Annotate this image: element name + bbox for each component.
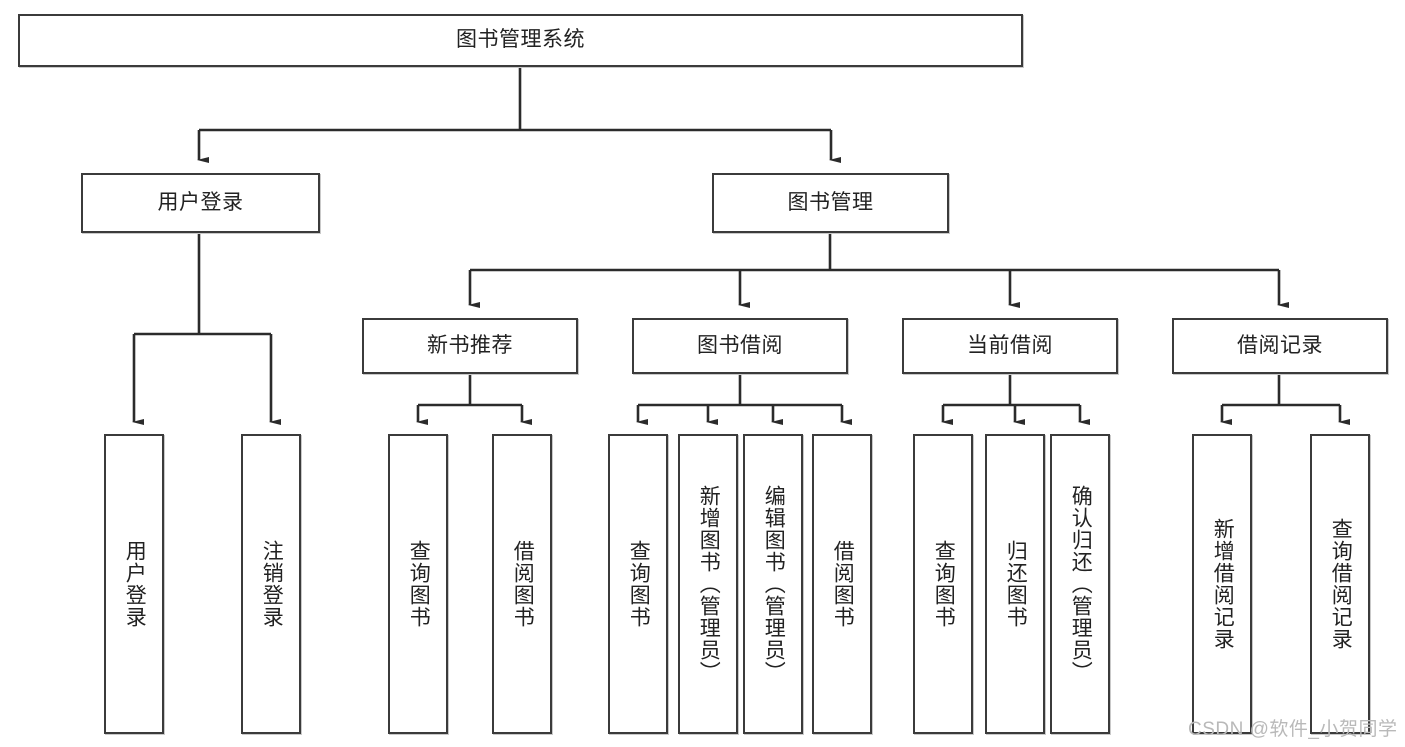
node-leaf-edit-book[interactable]: 编辑图书（管理员） bbox=[743, 434, 803, 734]
node-leaf-borrow-book-2[interactable]: 借阅图书 bbox=[812, 434, 872, 734]
node-leaf-add-book-label: 新增图书（管理员） bbox=[697, 485, 721, 683]
node-leaf-user-logout-label: 注销登录 bbox=[260, 540, 284, 628]
node-user-login[interactable]: 用户登录 bbox=[81, 173, 320, 233]
node-leaf-add-record-label: 新增借阅记录 bbox=[1211, 518, 1235, 650]
node-leaf-return-book-label: 归还图书 bbox=[1004, 540, 1028, 628]
node-leaf-borrow-book-1-label: 借阅图书 bbox=[511, 540, 535, 628]
node-current-borrow-label: 当前借阅 bbox=[967, 333, 1053, 357]
node-leaf-query-record-label: 查询借阅记录 bbox=[1329, 518, 1353, 650]
node-new-book-recommend-label: 新书推荐 bbox=[427, 333, 513, 357]
node-leaf-add-record[interactable]: 新增借阅记录 bbox=[1192, 434, 1252, 734]
node-book-borrow[interactable]: 图书借阅 bbox=[632, 318, 848, 374]
node-root[interactable]: 图书管理系统 bbox=[18, 14, 1023, 67]
node-leaf-query-book-1-label: 查询图书 bbox=[407, 540, 431, 628]
watermark: CSDN @软件_小贺同学 bbox=[1188, 719, 1398, 740]
node-borrow-record[interactable]: 借阅记录 bbox=[1172, 318, 1388, 374]
node-leaf-add-book[interactable]: 新增图书（管理员） bbox=[678, 434, 738, 734]
node-user-login-label: 用户登录 bbox=[157, 190, 244, 214]
node-borrow-record-label: 借阅记录 bbox=[1237, 333, 1323, 357]
node-current-borrow[interactable]: 当前借阅 bbox=[902, 318, 1118, 374]
node-leaf-user-login-label: 用户登录 bbox=[123, 540, 147, 628]
node-leaf-query-book-1[interactable]: 查询图书 bbox=[388, 434, 448, 734]
node-book-borrow-label: 图书借阅 bbox=[697, 333, 783, 357]
node-leaf-query-record[interactable]: 查询借阅记录 bbox=[1310, 434, 1370, 734]
node-leaf-query-book-3-label: 查询图书 bbox=[932, 540, 956, 628]
node-leaf-query-book-2[interactable]: 查询图书 bbox=[608, 434, 668, 734]
node-book-manage[interactable]: 图书管理 bbox=[712, 173, 949, 233]
node-root-label: 图书管理系统 bbox=[456, 28, 585, 52]
node-leaf-user-logout[interactable]: 注销登录 bbox=[241, 434, 301, 734]
node-leaf-edit-book-label: 编辑图书（管理员） bbox=[762, 485, 786, 683]
node-leaf-return-book[interactable]: 归还图书 bbox=[985, 434, 1045, 734]
node-leaf-user-login[interactable]: 用户登录 bbox=[104, 434, 164, 734]
node-book-manage-label: 图书管理 bbox=[787, 190, 874, 214]
node-leaf-borrow-book-2-label: 借阅图书 bbox=[831, 540, 855, 628]
node-leaf-confirm-return[interactable]: 确认归还（管理员） bbox=[1050, 434, 1110, 734]
node-leaf-query-book-2-label: 查询图书 bbox=[627, 540, 651, 628]
node-new-book-recommend[interactable]: 新书推荐 bbox=[362, 318, 578, 374]
node-leaf-query-book-3[interactable]: 查询图书 bbox=[913, 434, 973, 734]
node-leaf-confirm-return-label: 确认归还（管理员） bbox=[1069, 485, 1093, 683]
node-leaf-borrow-book-1[interactable]: 借阅图书 bbox=[492, 434, 552, 734]
